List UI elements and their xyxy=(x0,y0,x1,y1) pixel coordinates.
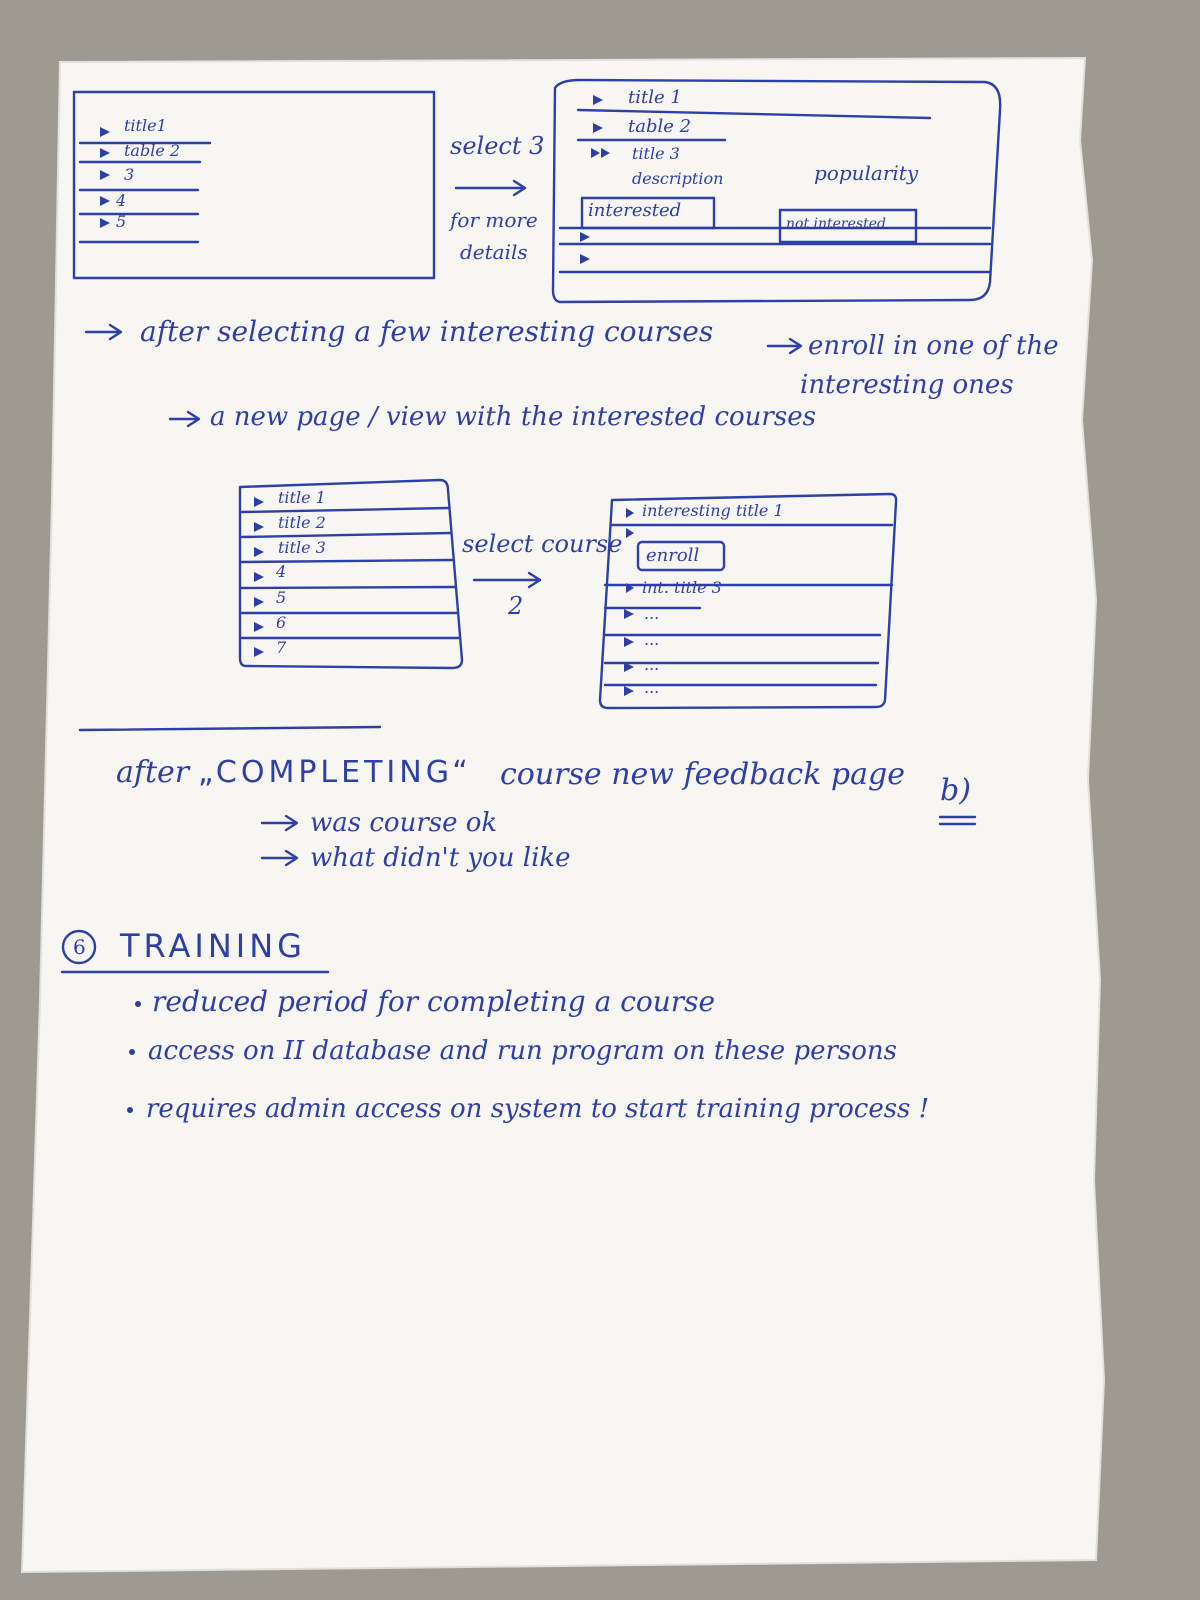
sketch1-interested-button: interested xyxy=(588,200,682,221)
training-number: 6 xyxy=(73,935,86,959)
sketch2-detail-row-3: int. title 3 xyxy=(642,578,722,597)
sketch2-enroll-button: enroll xyxy=(646,545,700,566)
sketch2-list-row-1: title 1 xyxy=(278,488,326,507)
feedback-bullet-1: was course ok xyxy=(310,808,498,838)
sketch2-detail-frame xyxy=(598,492,898,710)
note-new-page: a new page / view with the interested co… xyxy=(210,402,816,432)
sketch1-popularity-label: popularity xyxy=(814,161,919,185)
sketch2-list-row-4: 4 xyxy=(276,562,287,581)
feedback-rest: course new feedback page xyxy=(500,757,905,792)
enroll-button-frame xyxy=(636,540,726,572)
sketch1-list-row-3: 3 xyxy=(124,165,135,184)
sketch2-list-row-7: 7 xyxy=(276,638,287,657)
sketch1-arrow-sublabel-2: details xyxy=(460,240,528,264)
sketch1-not-interested-button: not interested xyxy=(786,216,886,232)
sketch2-ellipsis-row-3: ... xyxy=(644,655,660,674)
sketch2-ellipsis-row-2: ... xyxy=(644,630,660,649)
sketch1-list-row-2: table 2 xyxy=(124,141,181,160)
not-interested-button-frame xyxy=(778,208,918,244)
interested-button-frame xyxy=(580,196,716,230)
training-bullet-1: reduced period for completing a course xyxy=(152,985,716,1018)
sketch2-ellipsis-row-4: ... xyxy=(644,678,660,697)
sketch2-list-row-2: title 2 xyxy=(278,513,326,532)
training-title: TRAINING xyxy=(120,927,306,965)
sketch1-list-frame xyxy=(72,90,436,280)
training-bullet-2: access on II database and run program on… xyxy=(148,1036,897,1066)
sketch1-detail-row-3: title 3 xyxy=(632,144,680,163)
feedback-bullet-2: what didn't you like xyxy=(310,843,571,873)
sketch1-list-row-5: 5 xyxy=(116,212,127,231)
sketch1-list-row-4: 4 xyxy=(116,191,127,210)
section-number-circle xyxy=(61,929,97,965)
training-bullet-3: requires admin access on system to start… xyxy=(146,1094,930,1124)
sketch1-detail-row-1: title 1 xyxy=(628,87,682,108)
sketch2-ellipsis-row-1: ... xyxy=(644,604,660,623)
feedback-prefix: after xyxy=(116,755,190,790)
sketch2-detail-row-1: interesting title 1 xyxy=(642,501,784,520)
sketch2-list-row-3: title 3 xyxy=(278,538,326,557)
sketch1-detail-frame xyxy=(551,78,1002,304)
note-enroll-line-2: interesting ones xyxy=(800,370,1014,400)
feedback-completing: „COMPLETING“ xyxy=(198,755,472,790)
sketch1-arrow-sublabel: for more xyxy=(450,208,538,232)
sketch2-list-row-6: 6 xyxy=(276,613,287,632)
sketch1-list-row-1: title1 xyxy=(124,116,167,135)
row-bullet-icon xyxy=(100,127,110,137)
sketch1-description-label: description xyxy=(632,169,724,188)
note-after-selecting: after selecting a few interesting course… xyxy=(140,315,714,348)
sketch2-list-row-5: 5 xyxy=(276,588,287,607)
sketch2-arrow-label: select course xyxy=(462,530,623,558)
note-enroll-line-1: enroll in one of the xyxy=(808,331,1059,361)
feedback-mark: b) xyxy=(940,773,971,808)
section-divider xyxy=(78,725,382,732)
sketch2-arrow-sublabel: 2 xyxy=(508,592,524,620)
sketch1-arrow-label: select 3 xyxy=(450,132,545,160)
sketch1-detail-row-2: table 2 xyxy=(628,116,692,137)
sketch2-list-frame xyxy=(238,478,464,670)
